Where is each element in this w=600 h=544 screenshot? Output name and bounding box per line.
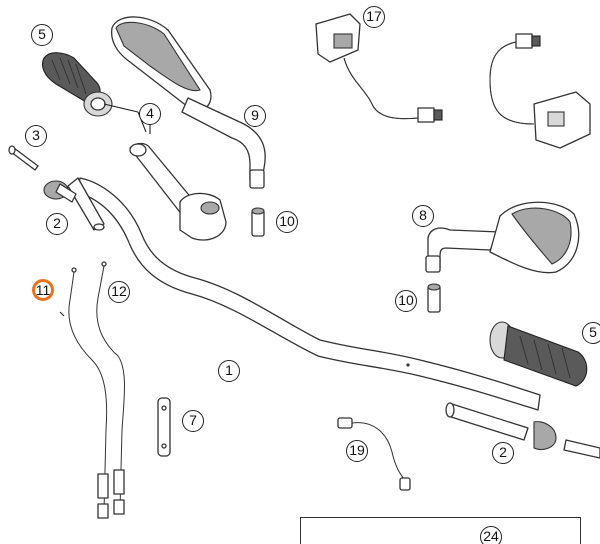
throttle-sleeve-part-left[interactable] <box>67 177 105 231</box>
callout-19[interactable]: 19 <box>346 440 368 462</box>
left-mirror-part[interactable] <box>110 16 266 189</box>
callout-8[interactable]: 8 <box>412 205 434 227</box>
callout-24[interactable]: 24 <box>480 526 502 544</box>
leader-lines <box>59 103 151 317</box>
right-mirror-part[interactable] <box>425 201 580 274</box>
bolt-part[interactable] <box>8 145 39 171</box>
callout-5-right[interactable]: 5 <box>582 322 600 344</box>
handlebar-part[interactable] <box>77 177 541 411</box>
callout-17[interactable]: 17 <box>363 6 385 28</box>
mirror-nut-part-upper[interactable] <box>251 207 265 237</box>
bar-end-weight-part-left[interactable] <box>43 180 77 203</box>
right-grip-part[interactable] <box>489 321 588 387</box>
callout-5-left[interactable]: 5 <box>31 24 53 46</box>
sensor-cable-part[interactable] <box>337 417 411 491</box>
left-switch-part[interactable] <box>315 13 443 123</box>
left-grip-part[interactable] <box>41 52 113 117</box>
throttle-cable-part[interactable] <box>68 267 109 519</box>
callout-2-right[interactable]: 2 <box>492 442 514 464</box>
callout-7[interactable]: 7 <box>182 410 204 432</box>
callout-9[interactable]: 9 <box>244 105 266 127</box>
callout-4[interactable]: 4 <box>139 103 161 125</box>
callout-12[interactable]: 12 <box>108 281 130 303</box>
callout-10-upper[interactable]: 10 <box>276 211 298 233</box>
callout-3[interactable]: 3 <box>25 125 47 147</box>
throttle-sleeve-part-right[interactable] <box>445 402 600 459</box>
callout-11-highlighted[interactable]: 11 <box>32 279 54 301</box>
throttle-grip-assembly-part[interactable] <box>129 142 227 241</box>
strap-part[interactable] <box>157 397 171 457</box>
callout-10-lower[interactable]: 10 <box>395 290 417 312</box>
return-cable-part[interactable] <box>96 261 125 515</box>
callout-2-left[interactable]: 2 <box>46 213 68 235</box>
callout-1[interactable]: 1 <box>218 360 240 382</box>
mirror-nut-part-lower[interactable] <box>427 283 441 313</box>
right-switch-part[interactable] <box>489 33 591 149</box>
inset-detail-box <box>300 517 581 544</box>
